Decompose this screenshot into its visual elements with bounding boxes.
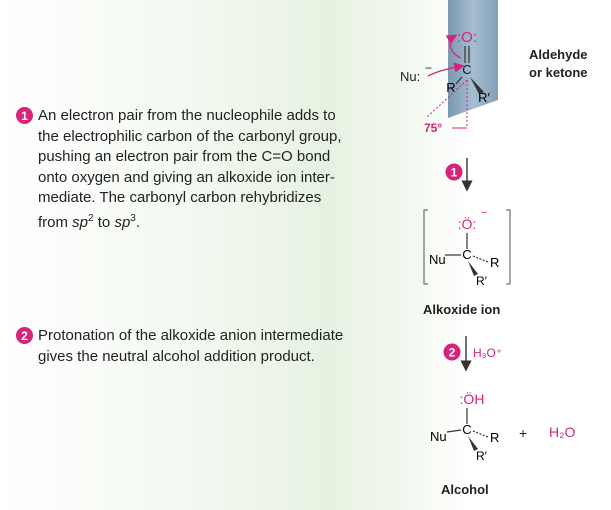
sp3-exp: 3 <box>130 212 136 224</box>
step-1-line: pushing an electron pair from the C=O bo… <box>38 148 331 165</box>
step-2-arrow-number: 2 <box>449 346 456 360</box>
plus-sign: + <box>519 425 528 441</box>
alkoxide-ion-label: Alkoxide ion <box>423 302 501 317</box>
sp2-exp: 2 <box>88 212 94 224</box>
bracket-right <box>506 209 511 285</box>
step-2-line: gives the neutral alcohol addition produ… <box>38 347 315 365</box>
step-2-line: Protonation of the alkoxide anion interm… <box>38 327 344 344</box>
rprime-group: R′ <box>478 90 490 105</box>
step-1-line: mediate. The carbonyl carbon rehybridize… <box>38 189 322 206</box>
step-1-last-line: from sp2 to sp3. <box>38 209 378 234</box>
step-2-text: Protonation of the alkoxide anion interm… <box>38 326 378 367</box>
reagent-label: H₃O⁺ <box>473 346 502 360</box>
step-1-arrow-badge <box>445 163 463 181</box>
nucleophile: Nu: <box>400 69 420 84</box>
step-1-arrow-number: 1 <box>451 166 458 180</box>
alkoxide-carbon: C <box>462 247 471 262</box>
step-2-badge: 2 <box>16 327 33 344</box>
angle-label: 75° <box>424 121 442 135</box>
from-text: from <box>38 213 73 231</box>
nucleophile-charge: − <box>425 61 432 75</box>
alcohol-rprime-wedge <box>468 436 478 451</box>
alcohol-nu: Nu <box>430 429 447 444</box>
carbonyl-plane <box>448 0 498 118</box>
step-1: 1 An electron pair from the nucleophile … <box>16 106 378 233</box>
alkoxide-r-hash <box>472 255 489 263</box>
r-group: R <box>446 80 455 95</box>
aldehyde-label-line2: or ketone <box>529 65 588 80</box>
bracket-left <box>423 209 428 285</box>
sp3-base: sp <box>114 213 131 231</box>
alcohol-r: R <box>490 430 499 445</box>
step-1-line: An electron pair from the nucleophile ad… <box>38 107 336 124</box>
step-1-line: onto oxygen and giving an alkoxide ion i… <box>38 168 335 186</box>
alcohol-oh: :ÖH <box>460 390 485 407</box>
alcohol-nu-bond <box>446 429 462 433</box>
period: . <box>135 213 141 231</box>
sp2-base: sp <box>72 213 89 231</box>
curved-arrow-co <box>445 34 462 59</box>
step-2-arrow-badge <box>443 343 461 361</box>
carbonyl-oxygen: :O: <box>457 29 477 46</box>
alcohol-rprime: R′ <box>476 449 488 463</box>
alkoxide-oxygen: :Ö: <box>458 215 477 232</box>
curved-arrow-nu <box>427 62 465 77</box>
alcohol-r-hash <box>472 430 489 438</box>
c-r-bond <box>455 76 463 85</box>
step-1-line: the electrophilic carbon of the carbonyl… <box>38 127 342 145</box>
alkoxide-nu: Nu <box>429 252 446 267</box>
step-1-text: An electron pair from the nucleophile ad… <box>38 106 378 233</box>
to-text: to <box>93 213 115 231</box>
carbonyl-carbon: C <box>462 62 471 77</box>
alkoxide-rprime-wedge <box>468 261 478 276</box>
aldehyde-label-line1: Aldehyde <box>529 47 588 62</box>
c-rprime-wedge <box>470 77 484 94</box>
alkoxide-r: R <box>490 255 499 270</box>
alcohol-carbon: C <box>462 422 471 437</box>
alkoxide-rprime: R′ <box>476 274 488 288</box>
step-1-badge: 1 <box>16 107 33 124</box>
alkoxide-charge: − <box>481 207 487 219</box>
angle-line-diagonal <box>425 79 468 119</box>
water-label: H₂O <box>549 424 576 440</box>
step-2: 2 Protonation of the alkoxide anion inte… <box>16 326 378 367</box>
alcohol-label: Alcohol <box>441 482 489 497</box>
